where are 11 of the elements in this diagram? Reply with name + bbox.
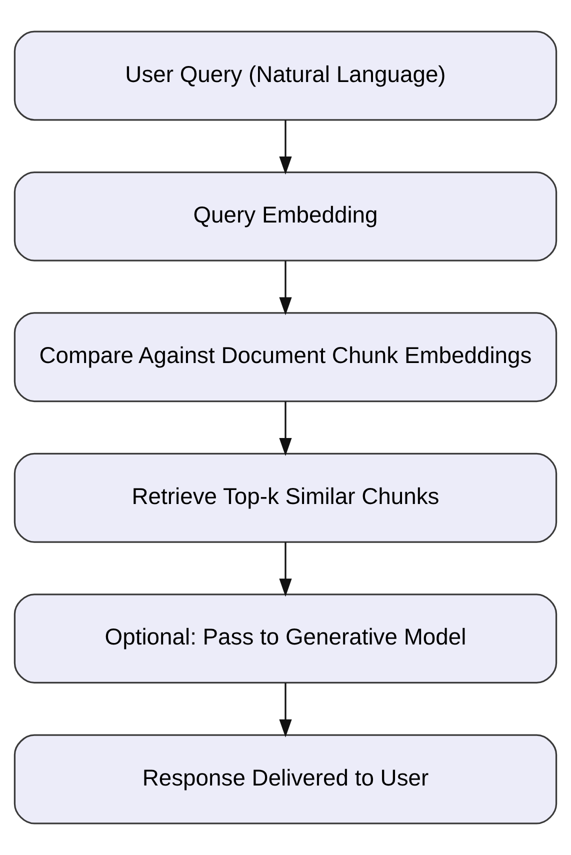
arrow bbox=[279, 402, 292, 456]
node-box: Query Embedding bbox=[14, 171, 558, 262]
arrow bbox=[279, 542, 292, 597]
arrow bbox=[279, 260, 292, 316]
node-box: User Query (Natural Language) bbox=[14, 30, 558, 121]
node-box: Optional: Pass to Generative Model bbox=[14, 594, 558, 684]
arrow bbox=[279, 120, 292, 175]
node-box: Retrieve Top-k Similar Chunks bbox=[14, 452, 558, 543]
arrow bbox=[279, 682, 292, 738]
node-box: Response Delivered to User bbox=[14, 734, 558, 824]
node-box: Compare Against Document Chunk Embeddings bbox=[14, 312, 558, 402]
